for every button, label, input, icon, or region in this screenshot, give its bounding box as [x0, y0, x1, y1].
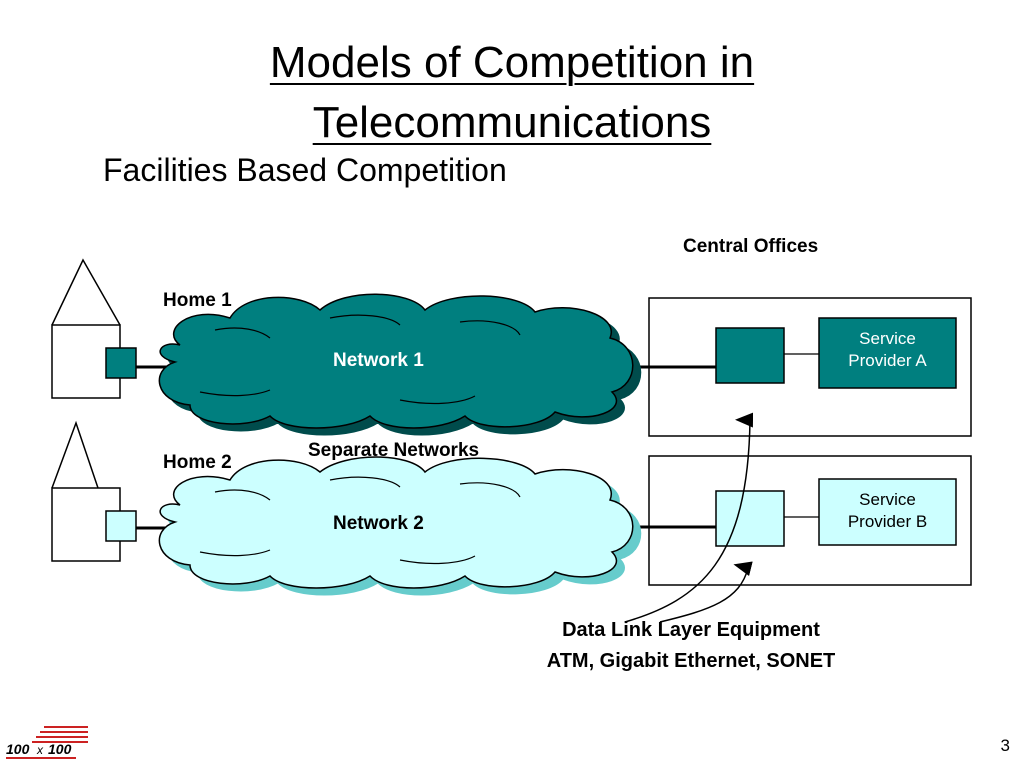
network2-label: Network 2: [333, 513, 424, 534]
service-provider-a-text: Service Provider A: [819, 328, 956, 372]
slide-subtitle: Facilities Based Competition: [103, 152, 507, 188]
home1-label: Home 1: [163, 290, 232, 311]
arrow-to-equipment-a: [624, 412, 754, 623]
central-offices-label: Central Offices: [683, 236, 819, 257]
arrow-to-equipment-b: [659, 561, 753, 623]
service-provider-b-line1: Service: [859, 490, 916, 509]
separate-networks-label: Separate Networks: [308, 440, 480, 461]
home2-device-icon: [105, 510, 137, 542]
caption-line-1: Data Link Layer Equipment: [562, 619, 820, 641]
service-provider-b-box: [818, 478, 957, 546]
network2-cloud: [158, 456, 642, 596]
page-number: 3: [1000, 736, 1010, 755]
home1-device-icon: [105, 347, 137, 379]
slide-title-line-1: Models of Competition in: [269, 38, 755, 87]
service-provider-a-box: [818, 317, 957, 389]
logo-text-x: x: [36, 743, 44, 757]
slide-title-line-2: Telecommunications: [312, 98, 712, 147]
home2-house-icon: [51, 420, 137, 562]
central-office-a-box: [648, 297, 972, 437]
office-b-equipment-icon: [715, 490, 785, 547]
home2-label: Home 2: [163, 452, 232, 473]
home1-house-icon: [51, 258, 137, 399]
service-provider-a-line2: Provider A: [848, 351, 927, 370]
central-office-b-box: [648, 455, 972, 586]
service-provider-b-text: Service Provider B: [819, 489, 956, 533]
logo-text-left: 100: [6, 741, 30, 757]
network1-cloud: [158, 293, 642, 436]
caption-line-2: ATM, Gigabit Ethernet, SONET: [546, 650, 836, 672]
service-provider-a-line1: Service: [859, 329, 916, 348]
logo-100x100: 100 x 100: [6, 726, 88, 759]
logo-text-right: 100: [48, 741, 72, 757]
network1-label: Network 1: [333, 350, 424, 371]
office-a-equipment-icon: [715, 327, 785, 384]
service-provider-b-line2: Provider B: [847, 512, 928, 531]
